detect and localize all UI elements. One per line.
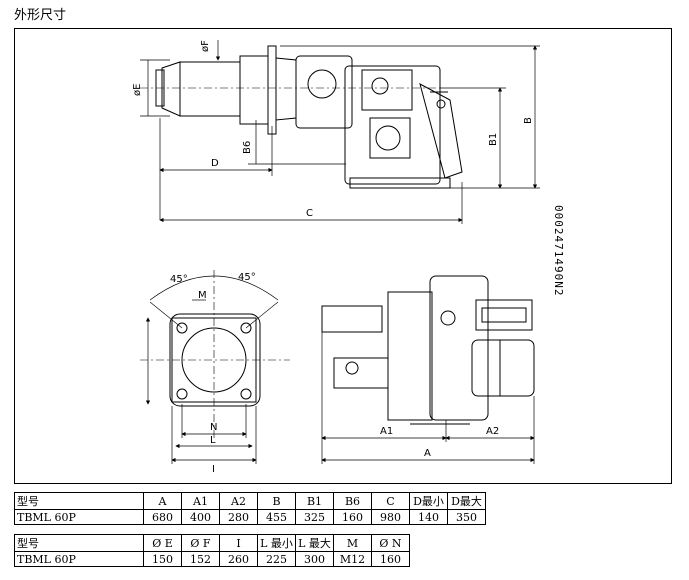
dim-label-A1: A1 xyxy=(380,426,393,437)
drawing-code: 0002471490N2 xyxy=(552,205,565,297)
table-header-cell: I xyxy=(219,534,258,552)
dim-label-A2: A2 xyxy=(486,426,499,437)
side-view xyxy=(140,45,463,189)
dim-label-D: D xyxy=(211,158,219,169)
table-header-cell: D最小 xyxy=(409,492,448,510)
side-view-dimensions xyxy=(140,40,540,224)
table-header-cell: Ø E xyxy=(143,534,182,552)
dim-label-B6: B6 xyxy=(242,141,253,154)
top-view-dimensions xyxy=(321,332,535,464)
flange-view xyxy=(140,270,290,440)
table-row: TBML 60P 150 152 260 225 300 M12 160 xyxy=(14,551,410,567)
table-header-cell: B xyxy=(257,492,296,510)
table-cell: 980 xyxy=(371,509,410,525)
table-header-cell: 型号 xyxy=(14,534,144,552)
table-cell: 140 xyxy=(409,509,448,525)
table-header-cell: D最大 xyxy=(447,492,486,510)
page-title: 外形尺寸 xyxy=(14,8,67,23)
dim-label-F: øF xyxy=(200,40,211,52)
table-cell: 160 xyxy=(371,551,410,567)
table-cell: 680 xyxy=(143,509,182,525)
table-header-cell: B1 xyxy=(295,492,334,510)
dim-label-I: I xyxy=(212,464,215,475)
table-header-cell: L 最小 xyxy=(257,534,296,552)
table-header-cell: Ø F xyxy=(181,534,220,552)
table-header-row: 型号 A A1 A2 B B1 B6 C D最小 D最大 xyxy=(14,492,486,510)
table-cell: 400 xyxy=(181,509,220,525)
dim-label-M: M xyxy=(198,290,207,301)
top-view xyxy=(321,275,535,425)
dim-label-N: N xyxy=(210,422,217,433)
table-header-cell: A2 xyxy=(219,492,258,510)
table-cell: TBML 60P xyxy=(14,551,144,567)
table-header-cell: A1 xyxy=(181,492,220,510)
table-header-cell: 型号 xyxy=(14,492,144,510)
dim-label-B: B xyxy=(523,117,534,124)
dim-label-C: C xyxy=(306,208,313,219)
dim-label-angle-left: 45° xyxy=(170,274,188,285)
table-cell: 225 xyxy=(257,551,296,567)
table-row: TBML 60P 680 400 280 455 325 160 980 140… xyxy=(14,509,486,525)
dim-label-B1: B1 xyxy=(488,133,499,146)
table-header-cell: B6 xyxy=(333,492,372,510)
table-cell: 150 xyxy=(143,551,182,567)
dim-label-L: L xyxy=(210,435,216,446)
table-cell: 160 xyxy=(333,509,372,525)
table-cell: 152 xyxy=(181,551,220,567)
table-header-cell: C xyxy=(371,492,410,510)
table-cell: 280 xyxy=(219,509,258,525)
dim-label-angle-right: 45° xyxy=(238,272,256,283)
table-header-row: 型号 Ø E Ø F I L 最小 L 最大 M Ø N xyxy=(14,534,410,552)
table-cell: 350 xyxy=(447,509,486,525)
dimension-table-2: 型号 Ø E Ø F I L 最小 L 最大 M Ø N TBML 60P 15… xyxy=(14,534,410,567)
drawing-frame xyxy=(14,28,672,484)
table-header-cell: L 最大 xyxy=(295,534,334,552)
table-cell: TBML 60P xyxy=(14,509,144,525)
technical-drawing: øF øE D B6 C B1 B 45° 45° M N L I xyxy=(132,40,540,475)
table-cell: 325 xyxy=(295,509,334,525)
dimension-table-1: 型号 A A1 A2 B B1 B6 C D最小 D最大 TBML 60P 68… xyxy=(14,492,486,525)
table-cell: 260 xyxy=(219,551,258,567)
table-cell: 455 xyxy=(257,509,296,525)
flange-view-dimensions xyxy=(145,299,257,464)
table-cell: M12 xyxy=(333,551,372,567)
table-cell: 300 xyxy=(295,551,334,567)
dim-label-E: øE xyxy=(132,84,143,96)
dim-label-A: A xyxy=(424,448,431,459)
table-header-cell: Ø N xyxy=(371,534,410,552)
table-header-cell: A xyxy=(143,492,182,510)
table-header-cell: M xyxy=(333,534,372,552)
